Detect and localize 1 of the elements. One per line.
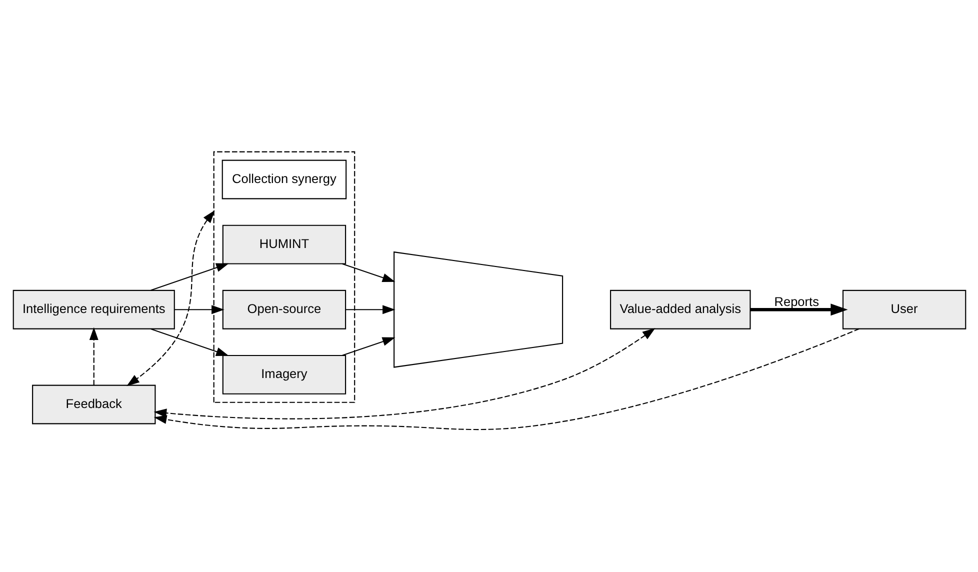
edge-label: Reports <box>774 293 818 308</box>
